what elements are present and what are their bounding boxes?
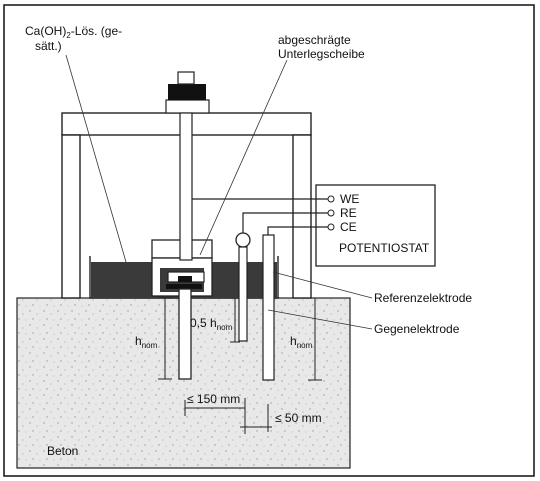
distance-150-label: ≤ 150 mm xyxy=(187,392,240,406)
test-frame xyxy=(61,112,312,299)
reference-electrode xyxy=(238,246,248,342)
distance-150-dimension xyxy=(184,398,246,434)
potentiostat-label: POTENTIOSTAT xyxy=(339,241,430,255)
concrete-label: Beton xyxy=(47,444,78,458)
counter-electrode-label: Gegenelektrode xyxy=(374,322,460,336)
wires xyxy=(192,198,328,235)
we-label: WE xyxy=(340,192,359,206)
half-h-nom-label: 0,5 hnom xyxy=(190,316,233,332)
ce-label: CE xyxy=(340,220,357,234)
washer-label-line2: Unterlegscheibe xyxy=(278,47,365,61)
h-nom-right-dimension xyxy=(308,297,322,381)
half-h-nom-dimension xyxy=(230,298,240,343)
figure-border xyxy=(3,4,535,477)
screw-head xyxy=(177,71,195,85)
terminal-we xyxy=(327,195,335,203)
reference-electrode-label: Referenzelektrode xyxy=(374,291,472,305)
bolt-plate xyxy=(166,284,202,289)
reference-electrode-head xyxy=(235,232,251,248)
potentiostat-box xyxy=(315,184,436,267)
h-nom-left-label: hnom xyxy=(135,334,158,350)
top-nut-plate xyxy=(165,99,210,114)
leader-lines xyxy=(65,54,373,330)
h-nom-left-dimension xyxy=(158,297,172,380)
terminal-re xyxy=(327,209,335,217)
distance-50-label: ≤ 50 mm xyxy=(275,411,322,425)
top-nut xyxy=(168,84,206,100)
solution-label-part1: Ca(OH)2-Lös. (ge- xyxy=(25,24,122,40)
terminal-ce xyxy=(327,223,335,231)
washer-label-line1: abgeschrägte xyxy=(278,33,351,47)
solution-label-part2: sätt.) xyxy=(35,39,62,53)
bolt-nut xyxy=(178,276,192,282)
counter-electrode xyxy=(262,234,275,381)
re-label: RE xyxy=(340,206,357,220)
h-nom-right-label: hnom xyxy=(290,334,313,350)
working-electrode-anchor xyxy=(178,288,192,380)
distance-50-dimension xyxy=(240,404,272,432)
central-rod xyxy=(179,112,193,261)
